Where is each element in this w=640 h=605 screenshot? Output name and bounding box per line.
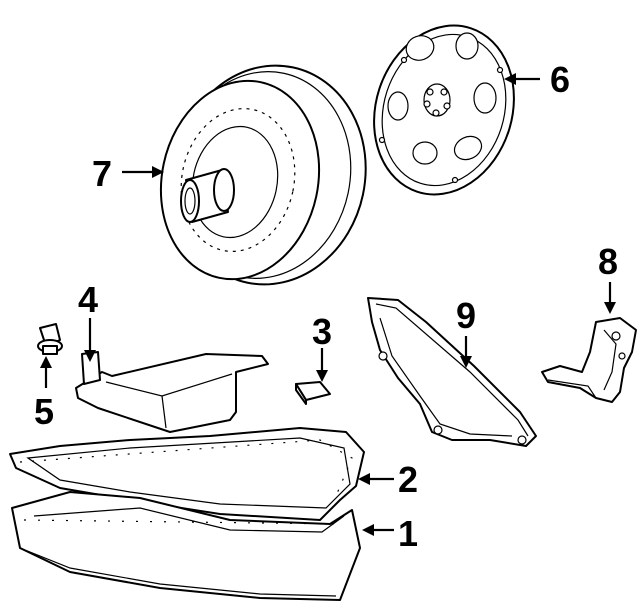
torque-converter [159,64,367,286]
callout-3: 3 [312,311,332,352]
callout-2: 2 [398,459,418,500]
drain-plug [37,323,63,355]
callout-1: 1 [398,513,418,554]
leader-line-9 [460,336,472,368]
callout-9: 9 [456,295,476,336]
leader-line-4 [84,318,96,362]
leader-line-6 [504,73,540,85]
bracket [541,317,637,403]
gasket [9,427,365,521]
oil-pan [11,491,361,601]
magnet [295,381,331,405]
leader-line-8 [604,282,616,314]
callout-8: 8 [598,241,618,282]
callout-5: 5 [34,391,54,432]
leader-line-3 [316,348,328,382]
leader-line-2 [358,473,394,485]
shield [367,297,537,447]
leader-line-5 [40,356,52,388]
leader-line-7 [122,166,164,178]
callout-4: 4 [78,279,98,320]
flex-plate [373,24,515,196]
callout-7: 7 [92,153,112,194]
leader-line-1 [362,524,394,536]
callout-6: 6 [550,59,570,100]
filter [75,351,269,433]
